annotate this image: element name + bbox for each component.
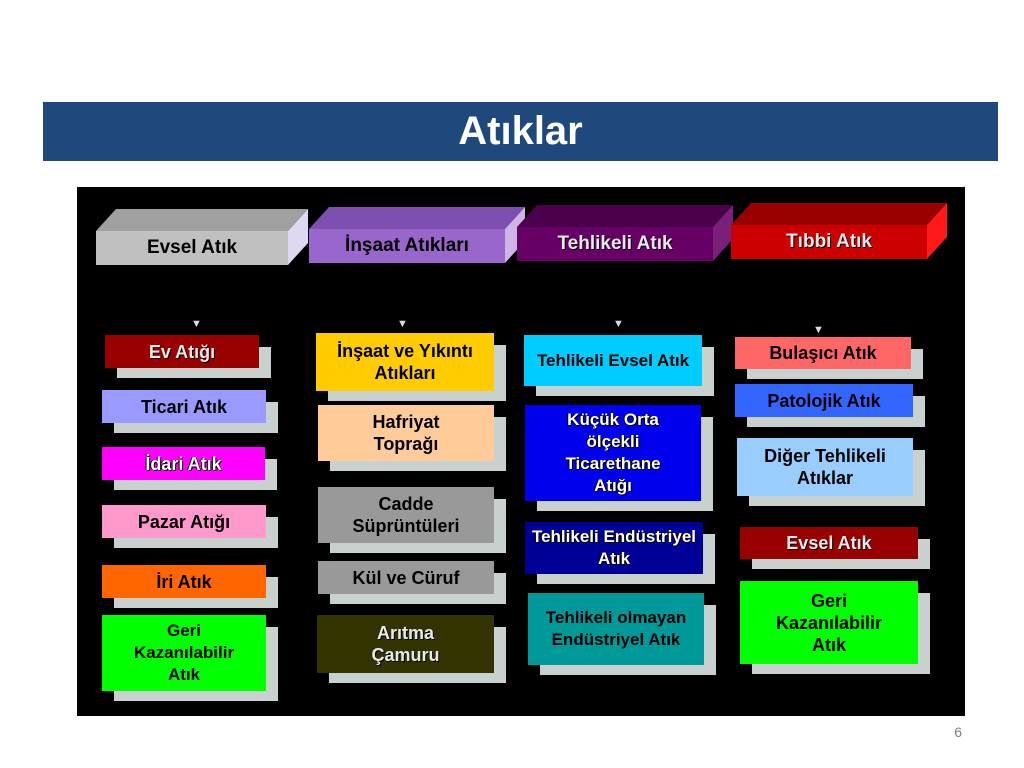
header-insaat-atiklari-label: İnşaat Atıkları [309, 229, 505, 263]
header-tehlikeli-atik-label: Tehlikeli Atık [517, 227, 713, 261]
header-tibbi-atik-label: Tıbbi Atık [731, 225, 927, 259]
header-evsel-atik-label: Evsel Atık [96, 231, 288, 265]
item-pazar-atigi: Pazar Atığı [102, 505, 278, 548]
item-insaat-ve-yikinti: İnşaat ve Yıkıntı Atıkları [316, 333, 506, 401]
item-geri-kazanilabilir-atik-1: Geri Kazanılabilir Atık [102, 615, 278, 701]
item-kul-ve-curuf: Kül ve Cüruf [318, 561, 506, 604]
item-tehlikeli-olmayan-endustriyel: Tehlikeli olmayan Endüstriyel Atık [528, 593, 716, 675]
item-ev-atigi: Ev Atığı [105, 335, 271, 378]
item-diger-tehlikeli-atiklar: Diğer Tehlikeli Atıklar [737, 438, 925, 506]
item-tehlikeli-endustriyel: Tehlikeli Endüstriyel Atık [525, 522, 715, 584]
item-bulasici-atik: Bulaşıcı Atık [735, 337, 923, 379]
item-iri-atik: İri Atık [102, 565, 278, 608]
item-kucuk-orta-olcekli: Küçük Orta ölçekli Ticarethane Atığı [525, 405, 713, 511]
header-tibbi-atik: Tıbbi Atık [731, 203, 947, 259]
item-patolojik-atik: Patolojik Atık [735, 384, 925, 427]
item-ticari-atik: Ticari Atık [102, 390, 278, 433]
header-insaat-bevel [309, 207, 525, 263]
item-idari-atik: İdari Atık [102, 447, 277, 490]
page-number: 6 [954, 724, 962, 740]
arrow-column-3: ▼ [613, 318, 624, 330]
header-evsel-atik: Evsel Atık [96, 209, 308, 265]
arrow-column-1: ▼ [191, 318, 202, 330]
item-tehlikeli-evsel-atik: Tehlikeli Evsel Atık [524, 335, 714, 396]
title-bar: Atıklar [43, 102, 998, 161]
item-hafriyat-topragi: Hafriyat Toprağı [318, 405, 506, 471]
header-tehlikeli-atik: Tehlikeli Atık [517, 205, 733, 261]
header-insaat-atiklari: İnşaat Atıkları [309, 207, 525, 263]
item-aritma-camuru: Arıtma Çamuru [317, 615, 506, 683]
header-tehlikeli-bevel [517, 205, 733, 261]
header-tibbi-bevel [731, 203, 947, 259]
slide-title: Atıklar [458, 109, 583, 153]
item-cadde-supruntuleri: Cadde Süprüntüleri [318, 487, 506, 553]
arrow-column-4: ▼ [813, 324, 824, 336]
waste-classification-diagram: Evsel Atık İnşaat Atıkları Tehlikeli Atı… [77, 187, 965, 716]
item-evsel-atik-tibbi: Evsel Atık [740, 527, 930, 569]
item-geri-kazanilabilir-atik-2: Geri Kazanılabilir Atık [740, 581, 930, 674]
header-evsel-atik-bevel [96, 209, 308, 265]
arrow-column-2: ▼ [397, 318, 408, 330]
